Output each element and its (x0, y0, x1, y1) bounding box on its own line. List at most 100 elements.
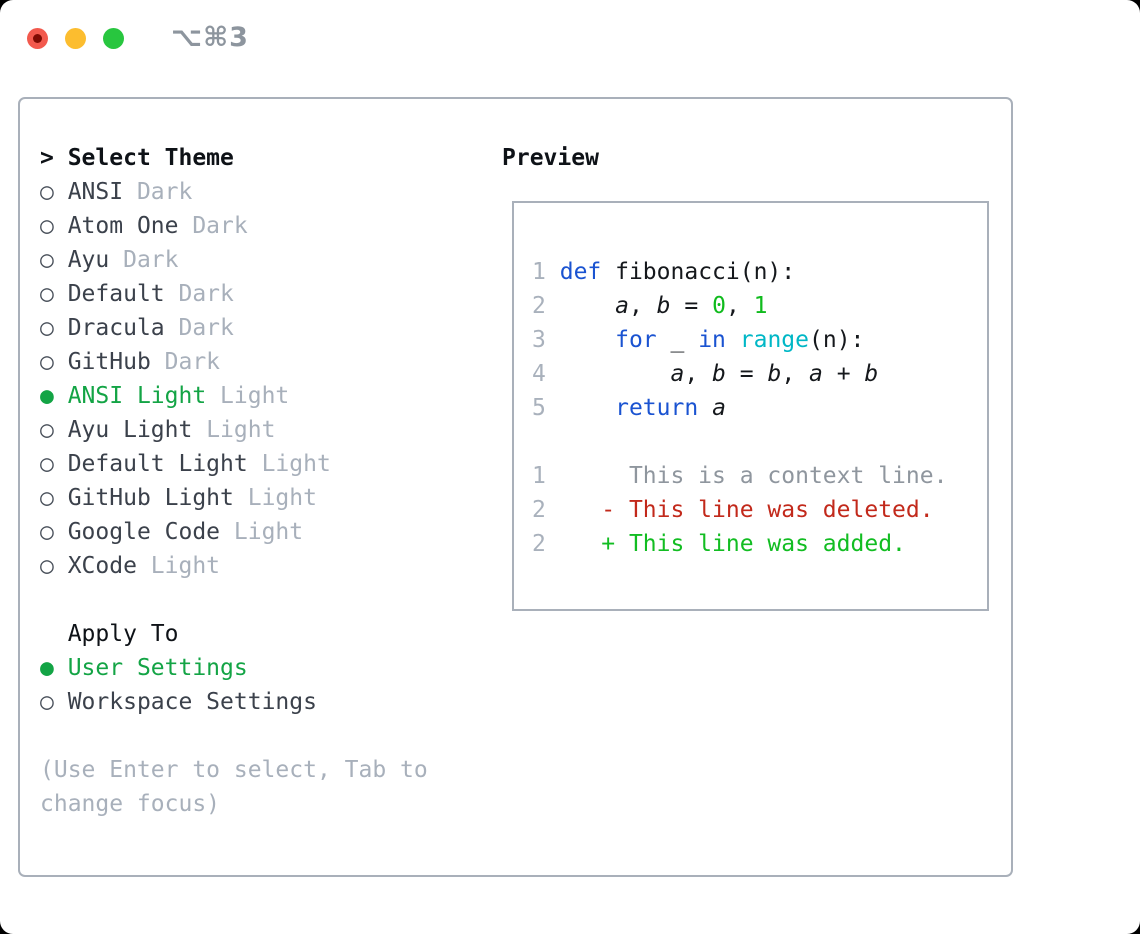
radio-unselected-icon: ○ (40, 451, 68, 477)
theme-name: ANSI Light (67, 383, 221, 409)
code-segment-pl: + (822, 361, 865, 387)
code-line: 1 def fibonacci(n): (532, 255, 979, 289)
code-blank-line (532, 425, 979, 459)
theme-name: ANSI (67, 179, 137, 205)
theme-variant-badge: Dark (164, 349, 221, 375)
code-segment-pl: (n): (809, 327, 865, 353)
code-segment-ln: 2 (532, 293, 546, 319)
code-segment-var: a (712, 395, 726, 421)
code-segment-var: b (656, 293, 671, 319)
theme-name: GitHub Light (67, 485, 248, 511)
theme-variant-badge: Light (206, 417, 276, 443)
theme-name: Google Code (67, 519, 234, 545)
radio-unselected-icon: ○ (40, 179, 68, 205)
apply-option-user-settings[interactable]: ● User Settings (40, 651, 485, 685)
theme-variant-badge: Light (150, 553, 221, 579)
code-segment-pl (726, 327, 740, 353)
code-segment-ln: 5 (532, 395, 546, 421)
code-segment-bi: range (739, 327, 810, 353)
radio-unselected-icon: ○ (40, 349, 68, 375)
code-segment-pl: fibonacci(n): (601, 259, 796, 285)
code-segment-pl (546, 531, 601, 557)
theme-option-github-light[interactable]: ○ GitHub Light Light (40, 481, 485, 515)
theme-variant-badge: Dark (178, 281, 234, 307)
apply-to-header: Apply To (40, 621, 179, 647)
radio-unselected-icon: ○ (40, 553, 68, 579)
theme-variant-badge: Light (261, 451, 331, 477)
theme-variant-badge: Dark (178, 315, 234, 341)
radio-unselected-icon: ○ (40, 281, 68, 307)
preview-pane: Preview 1 def fibonacci(n):2 a, b = 0, 1… (502, 141, 989, 611)
code-segment-ln: 1 (532, 259, 546, 285)
theme-option-ansi[interactable]: ○ ANSI Dark (40, 175, 485, 209)
apply-to-list: ● User Settings○ Workspace Settings (40, 651, 485, 719)
zoom-button[interactable] (103, 27, 124, 49)
theme-option-github[interactable]: ○ GitHub Dark (40, 345, 485, 379)
theme-name: Ayu Light (67, 417, 207, 443)
theme-option-default-light[interactable]: ○ Default Light Light (40, 447, 485, 481)
code-segment-pl (546, 497, 601, 523)
radio-unselected-icon: ○ (40, 213, 68, 239)
theme-option-google-code[interactable]: ○ Google Code Light (40, 515, 485, 549)
theme-name: Default Light (67, 451, 262, 477)
radio-unselected-icon: ○ (40, 247, 68, 273)
code-segment-pl: _ (656, 327, 699, 353)
theme-variant-badge: Dark (192, 213, 248, 239)
code-segment-pl (546, 327, 615, 353)
radio-unselected-icon: ○ (40, 689, 68, 715)
code-segment-pl: , (684, 361, 713, 387)
code-segment-num: 1 (753, 293, 768, 319)
apply-option-workspace-settings[interactable]: ○ Workspace Settings (40, 685, 485, 719)
prompt-caret: > (40, 145, 68, 171)
theme-name: XCode (67, 553, 151, 579)
theme-name: GitHub (67, 349, 165, 375)
main-panel: > Select Theme ○ ANSI Dark○ Atom One Dar… (18, 97, 1013, 877)
code-segment-var: a (615, 293, 629, 319)
theme-name: Default (67, 281, 179, 307)
theme-option-atom-one[interactable]: ○ Atom One Dark (40, 209, 485, 243)
code-segment-var: b (712, 361, 726, 387)
code-line: 2 - This line was deleted. (532, 493, 979, 527)
theme-option-default[interactable]: ○ Default Dark (40, 277, 485, 311)
select-theme-header-label: Select Theme (67, 145, 234, 171)
theme-variant-badge: Light (247, 485, 317, 511)
code-segment-pl (546, 259, 560, 285)
code-segment-ln: 2 (532, 497, 546, 523)
spacer (40, 719, 485, 753)
theme-name: Ayu (67, 247, 124, 273)
code-line: 1 This is a context line. (532, 459, 979, 493)
radio-selected-icon: ● (40, 655, 68, 681)
theme-picker: > Select Theme ○ ANSI Dark○ Atom One Dar… (40, 141, 485, 821)
code-segment-ln: 4 (532, 361, 546, 387)
spacer (40, 583, 485, 617)
radio-unselected-icon: ○ (40, 315, 68, 341)
theme-variant-badge: Dark (123, 247, 179, 273)
code-segment-kw: def (559, 259, 602, 285)
code-segment-pl (546, 293, 615, 319)
code-line: 2 a, b = 0, 1 (532, 289, 979, 323)
apply-option-label: Workspace Settings (67, 689, 317, 715)
theme-option-ayu-light[interactable]: ○ Ayu Light Light (40, 413, 485, 447)
code-segment-ln: 3 (532, 327, 546, 353)
code-segment-pl: , (781, 361, 810, 387)
theme-option-ayu[interactable]: ○ Ayu Dark (40, 243, 485, 277)
theme-option-xcode[interactable]: ○ XCode Light (40, 549, 485, 583)
code-segment-num: 0 (712, 293, 726, 319)
apply-option-label: User Settings (67, 655, 248, 681)
minimize-button[interactable] (65, 27, 86, 49)
code-segment-del: - This line was deleted. (601, 497, 934, 523)
radio-unselected-icon: ○ (40, 485, 68, 511)
code-segment-ctx: This is a context line. (545, 463, 948, 489)
code-line: 2 + This line was added. (532, 527, 979, 561)
titlebar: ⌥⌘3 (0, 0, 1140, 76)
preview-header: Preview (502, 145, 599, 171)
code-segment-var: b (864, 361, 879, 387)
theme-option-ansi-light[interactable]: ● ANSI Light Light (40, 379, 485, 413)
code-segment-add: + This line was added. (601, 531, 906, 557)
code-line: 3 for _ in range(n): (532, 323, 979, 357)
help-text-line-1: (Use Enter to select, Tab to (40, 757, 428, 783)
theme-option-dracula[interactable]: ○ Dracula Dark (40, 311, 485, 345)
close-button[interactable] (27, 27, 48, 49)
